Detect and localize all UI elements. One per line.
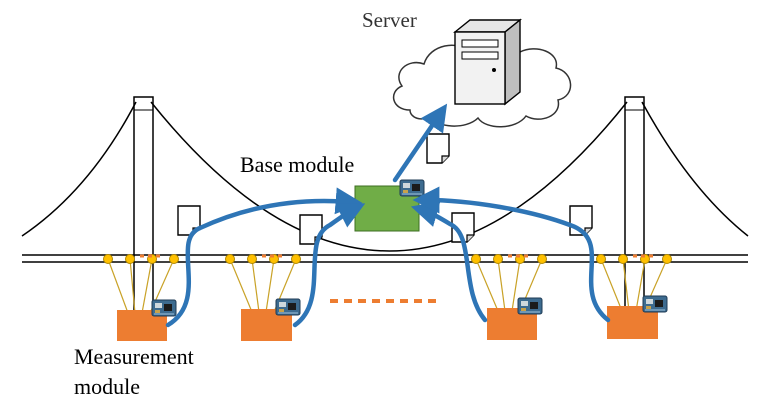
measurement-module-label: Measurement module	[74, 342, 194, 402]
base-module-label: Base module	[240, 152, 355, 177]
circuit-board-icon	[399, 179, 425, 197]
document-icon	[426, 133, 450, 164]
server-icon	[453, 18, 522, 106]
circuit-board-icon	[642, 295, 668, 313]
circuit-board-icon	[275, 298, 301, 316]
circuit-board-icon	[517, 297, 543, 315]
sensor-group-2	[225, 254, 301, 341]
circuit-board-icon	[151, 299, 177, 317]
left-tower	[133, 96, 154, 338]
ellipsis-dots	[140, 254, 657, 303]
sensor-group-3	[471, 254, 547, 340]
server-label: Server	[362, 8, 417, 32]
sensor-group-1	[103, 254, 179, 341]
measurement-label-line2: module	[74, 374, 140, 399]
measurement-label-line1: Measurement	[74, 344, 194, 369]
data-flow-arrows	[165, 103, 611, 328]
sensor-group-4	[596, 254, 672, 339]
suspension-cables	[21, 101, 749, 252]
